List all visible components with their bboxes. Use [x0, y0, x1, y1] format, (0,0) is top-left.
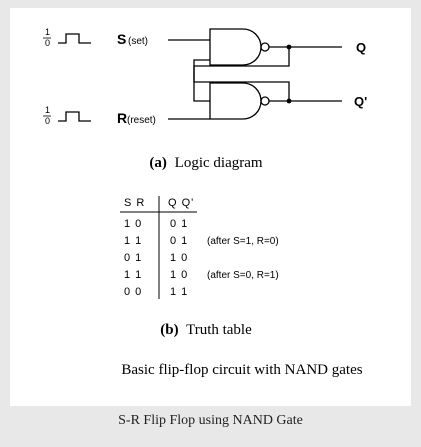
table-row-sr: 1 1 — [124, 269, 142, 281]
table-row-q: 1 0 — [170, 252, 188, 264]
figure-caption: S-R Flip Flop using NAND Gate — [118, 413, 303, 428]
r-input-label: R — [117, 110, 127, 126]
r-pulse-icon — [58, 111, 91, 122]
lower-nand-bubble — [260, 96, 270, 106]
truth-table-header-sr: S R — [124, 197, 145, 209]
s-input-label: S — [117, 31, 126, 47]
r-input-sub: (reset) — [127, 115, 156, 126]
table-row-q: 0 1 — [170, 235, 188, 247]
qbar-output-label: Q' — [354, 94, 367, 109]
r-level-low: 0 — [45, 116, 50, 126]
truth-table-header-q: Q Q' — [168, 197, 194, 209]
svg-text:(b) Truth table: (b) Truth table — [160, 322, 252, 338]
caption-a-text: Logic diagram — [175, 155, 263, 171]
caption-a-letter: (a) — [149, 155, 167, 171]
table-row-sr: 0 1 — [124, 252, 142, 264]
q-junction-dot — [286, 44, 292, 50]
upper-nand-gate — [209, 28, 262, 66]
q-output-label: Q — [356, 40, 366, 55]
lower-nand-gate — [209, 82, 262, 120]
s-level-low: 0 — [45, 38, 50, 48]
figure-description: Basic flip-flop circuit with NAND gates — [121, 362, 362, 378]
upper-nand-bubble — [260, 42, 270, 52]
qbar-junction-dot — [286, 98, 292, 104]
table-row-note: (after S=1, R=0) — [207, 236, 279, 247]
table-row-q: 1 0 — [170, 269, 188, 281]
table-row-note: (after S=0, R=1) — [207, 270, 279, 281]
table-row-q: 1 1 — [170, 286, 188, 298]
s-input-sub: (set) — [128, 36, 148, 47]
caption-b-text: Truth table — [186, 322, 252, 338]
table-row-sr: 1 1 — [124, 235, 142, 247]
truth-table: S R Q Q' 1 0 0 1 1 1 0 1 (after S=1, R=0… — [124, 197, 279, 298]
table-row-sr: 0 0 — [124, 286, 142, 298]
s-level-high: 1 — [45, 27, 50, 37]
q-feedback-wire — [193, 47, 290, 102]
table-row-q: 0 1 — [170, 218, 188, 230]
qbar-feedback-wire — [193, 59, 290, 101]
s-pulse-icon — [58, 33, 91, 44]
table-row-sr: 1 0 — [124, 218, 142, 230]
r-level-high: 1 — [45, 105, 50, 115]
figure-panel — [10, 8, 411, 406]
caption-b-letter: (b) — [160, 322, 178, 338]
svg-text:(a) Logic diagram: (a) Logic diagram — [149, 155, 262, 171]
